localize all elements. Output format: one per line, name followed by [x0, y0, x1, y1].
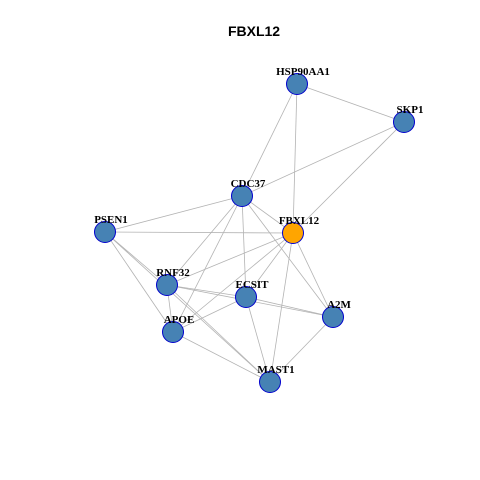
edge-hsp90aa1-cdc37 [241, 83, 298, 197]
node-psen1[interactable] [94, 221, 116, 243]
node-ecsit[interactable] [235, 286, 257, 308]
node-cdc37[interactable] [231, 185, 253, 207]
edge-psen1-fbxl12 [104, 231, 294, 234]
node-a2m[interactable] [322, 306, 344, 328]
edge-skp1-fbxl12 [292, 121, 405, 234]
node-label-fbxl12: FBXL12 [279, 215, 320, 227]
node-fbxl12[interactable] [282, 222, 304, 244]
graph-title: FBXL12 [228, 23, 280, 39]
node-label-mast1: MAST1 [257, 364, 294, 376]
node-rnf32[interactable] [156, 274, 178, 296]
edge-cdc37-rnf32 [166, 195, 243, 286]
edge-psen1-mast1 [104, 231, 271, 383]
node-label-a2m: A2M [327, 299, 351, 311]
edge-hsp90aa1-skp1 [296, 83, 405, 123]
edge-rnf32-ecsit [166, 284, 247, 298]
edge-ecsit-mast1 [245, 296, 271, 383]
node-label-cdc37: CDC37 [231, 178, 266, 190]
edge-fbxl12-mast1 [269, 232, 294, 383]
edge-hsp90aa1-fbxl12 [292, 83, 298, 234]
node-label-rnf32: RNF32 [156, 267, 190, 279]
node-layer [94, 73, 415, 393]
edge-fbxl12-a2m [292, 232, 334, 318]
edge-ecsit-apoe [172, 296, 247, 333]
node-label-psen1: PSEN1 [94, 214, 128, 226]
node-skp1[interactable] [393, 111, 415, 133]
edge-cdc37-psen1 [104, 195, 243, 233]
edge-ecsit-a2m [245, 296, 334, 318]
node-label-hsp90aa1: HSP90AA1 [276, 66, 330, 78]
edge-a2m-mast1 [269, 316, 334, 383]
edge-fbxl12-rnf32 [166, 232, 294, 286]
edge-cdc37-ecsit [241, 195, 247, 298]
edge-rnf32-mast1 [166, 284, 271, 383]
node-mast1[interactable] [259, 371, 281, 393]
edge-cdc37-a2m [241, 195, 334, 318]
node-label-ecsit: ECSIT [235, 279, 269, 291]
edge-layer [104, 83, 405, 383]
node-hsp90aa1[interactable] [286, 73, 308, 95]
edge-psen1-apoe [104, 231, 174, 333]
edge-fbxl12-ecsit [245, 232, 294, 298]
edge-apoe-mast1 [172, 331, 271, 383]
node-label-skp1: SKP1 [397, 104, 424, 116]
node-label-apoe: APOE [164, 314, 195, 326]
edge-skp1-cdc37 [241, 121, 405, 197]
edge-fbxl12-apoe [172, 232, 294, 333]
edge-cdc37-apoe [172, 195, 243, 333]
node-apoe[interactable] [162, 321, 184, 343]
edge-psen1-rnf32 [104, 231, 168, 286]
